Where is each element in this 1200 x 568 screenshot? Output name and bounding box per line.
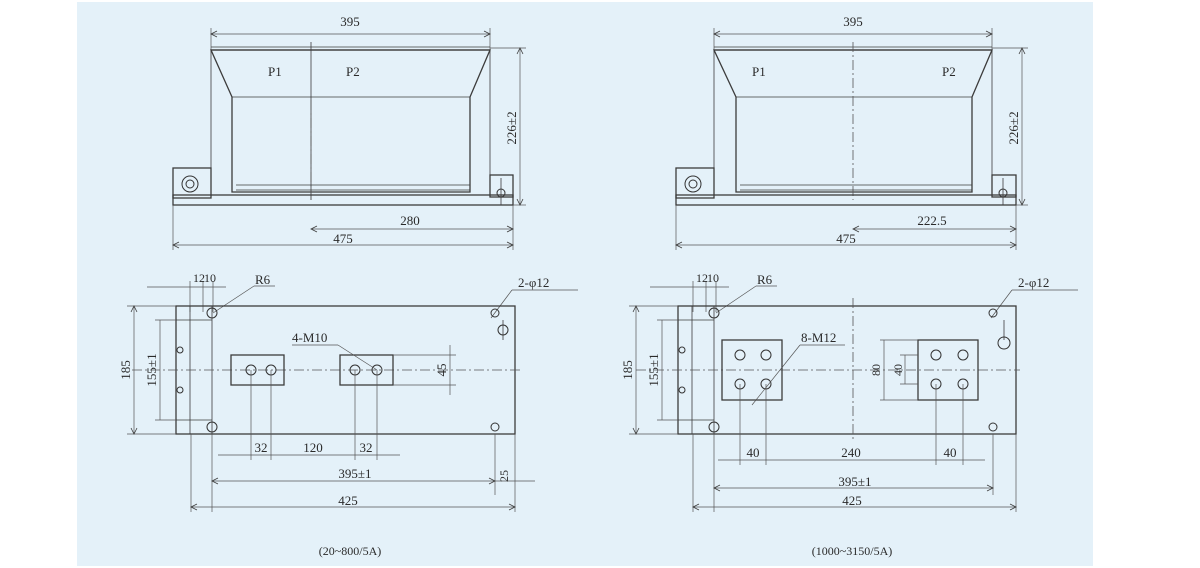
radius-label: R6 — [255, 272, 271, 287]
right-caption: (1000~3150/5A) — [812, 544, 892, 558]
inner-len-label: 395±1 — [338, 466, 371, 481]
terminal-p2-label: P2 — [346, 64, 360, 79]
inner-len-label: 395±1 — [838, 474, 871, 489]
plate-height-label: 45 — [434, 364, 449, 377]
d12-label: 12 — [696, 271, 708, 285]
d32b-label: 32 — [360, 440, 373, 455]
thread-label: 4-M10 — [292, 330, 327, 345]
width-top-label: 395 — [843, 14, 863, 29]
d32a-label: 32 — [255, 440, 268, 455]
d12-label: 12 — [193, 271, 205, 285]
outer-len-label: 425 — [842, 493, 862, 508]
base-length-label: 475 — [836, 231, 856, 246]
outer-len-label: 425 — [338, 493, 358, 508]
d10-label: 10 — [204, 271, 216, 285]
left-front-view: 395 P1 P2 226±2 280 — [172, 14, 526, 250]
d25-label: 25 — [497, 470, 511, 482]
terminal-p1-label: P1 — [752, 64, 766, 79]
plate-h1-label: 80 — [869, 364, 883, 376]
left-caption: (20~800/5A) — [319, 544, 381, 558]
d120-label: 120 — [303, 440, 323, 455]
radius-label: R6 — [757, 272, 773, 287]
height-inner-label: 155±1 — [144, 353, 159, 386]
d10-label: 10 — [707, 271, 719, 285]
offset-label: 280 — [400, 213, 420, 228]
right-plan-view: 12 10 R6 2-φ12 8-M12 — [620, 271, 1078, 558]
offset-label: 222.5 — [917, 213, 946, 228]
plate-h2-label: 40 — [891, 364, 905, 376]
height-label: 226±2 — [1006, 111, 1021, 144]
d40b-label: 40 — [944, 445, 957, 460]
height-inner-label: 155±1 — [646, 353, 661, 386]
d40a-label: 40 — [747, 445, 760, 460]
left-plan-view: 12 10 R6 2-φ12 4-M — [118, 271, 578, 558]
base-length-label: 475 — [333, 231, 353, 246]
d240-label: 240 — [841, 445, 861, 460]
width-top-label: 395 — [340, 14, 360, 29]
holes-label: 2-φ12 — [518, 275, 549, 290]
drawing-panel — [77, 2, 1093, 566]
holes-label: 2-φ12 — [1018, 275, 1049, 290]
thread-label: 8-M12 — [801, 330, 836, 345]
terminal-p2-label: P2 — [942, 64, 956, 79]
right-front-view: 395 P1 P2 226±2 222.5 475 — [675, 14, 1028, 250]
height-label: 226±2 — [504, 111, 519, 144]
terminal-p1-label: P1 — [268, 64, 282, 79]
height-outer-label: 185 — [620, 360, 635, 380]
height-outer-label: 185 — [118, 360, 133, 380]
